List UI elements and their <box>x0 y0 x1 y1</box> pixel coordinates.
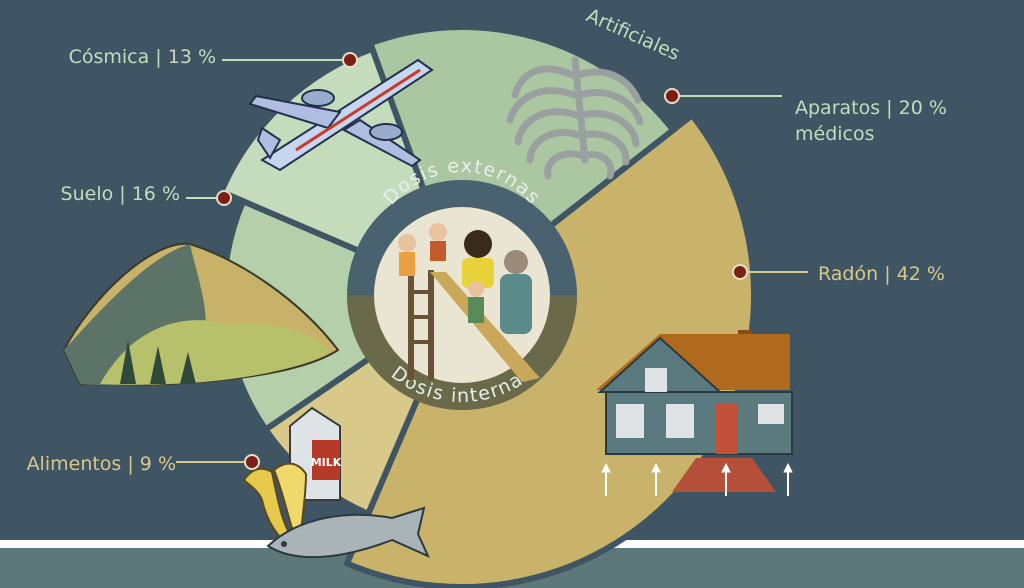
airplane-icon <box>248 58 434 172</box>
labels-group: Radón | 42 % Alimentos | 9 % Suelo | 16 % C… <box>27 46 947 475</box>
slice-label: Suelo | 16 % <box>61 183 180 205</box>
fish-icon <box>266 506 430 559</box>
leader-dot <box>216 190 232 206</box>
internal-ring <box>347 295 577 410</box>
leaders-group <box>176 52 808 470</box>
slice-label: Alimentos | 9 % <box>27 453 176 475</box>
leader-dot <box>244 454 260 470</box>
house-icon <box>596 330 793 496</box>
family-slide-icon <box>398 223 540 382</box>
leader-dot <box>664 88 680 104</box>
svg-text:MILK: MILK <box>311 456 342 469</box>
mountain-icon <box>62 242 340 386</box>
slice-label: Radón | 42 % <box>818 263 945 285</box>
slice-label-line2: médicos <box>795 123 875 145</box>
artificiales-label: Artificiales <box>583 4 683 65</box>
xray-ribs-icon <box>506 56 644 180</box>
leader-dot <box>342 52 358 68</box>
slice-label: Aparatos | 20 % <box>795 97 947 119</box>
slice-label: Cósmica | 13 % <box>69 46 216 68</box>
leader-dot <box>732 264 748 280</box>
